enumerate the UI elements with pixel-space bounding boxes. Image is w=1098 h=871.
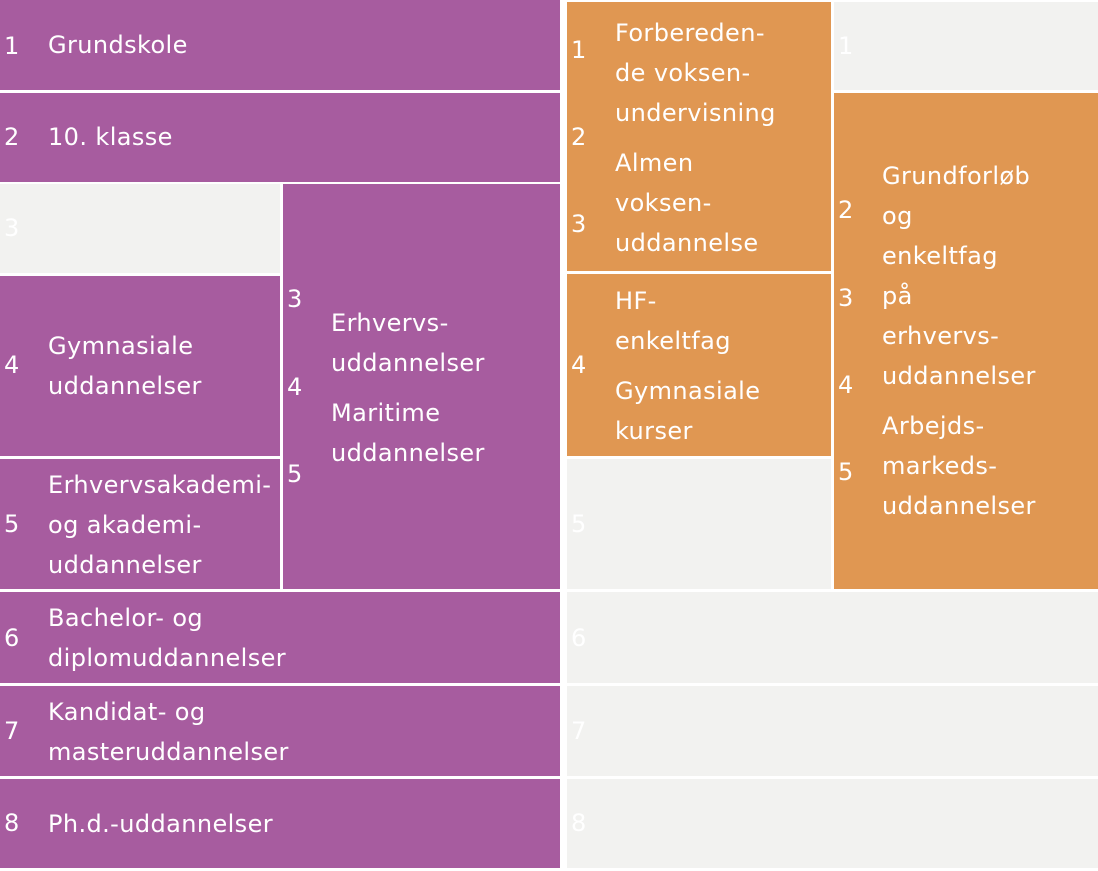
box-label-line-1: Bachelor- og [48, 604, 204, 632]
level-number: 7 [4, 717, 20, 745]
level-number: 4 [287, 373, 303, 401]
box-label: Grundskole [48, 31, 188, 59]
box-label-line-2: enkeltfag [615, 327, 731, 355]
box-label-line-6: uddannelser [882, 362, 1036, 390]
box-label: 10. klasse [48, 123, 173, 151]
box-label-line-2: og akademi- [48, 511, 202, 539]
level-number: 3 [287, 285, 303, 313]
erhvervsuddannelser-box: 3 4 5 Erhvervs- uddannelser Maritime udd… [283, 184, 560, 589]
box-label-line-2: uddannelser [331, 349, 485, 377]
box-label: Ph.d.-uddannelser [48, 810, 274, 838]
level-number: 7 [571, 717, 587, 745]
level-number: 3 [4, 214, 20, 242]
level-number: 2 [4, 123, 20, 151]
level-number: 5 [571, 510, 587, 538]
grundforloeb-amu-box: 2 3 4 5 Grundforløb og enkeltfag på erhv… [834, 93, 1098, 589]
box-label-line-1: Erhvervsakademi- [48, 471, 272, 499]
level-number: 8 [571, 809, 587, 837]
box-label-line-5: voksen- [615, 189, 712, 217]
level-number: 5 [4, 510, 20, 538]
level-number: 2 [571, 123, 587, 151]
box-label-line-7: Arbejds- [882, 412, 985, 440]
empty-level-3-box: 3 [0, 184, 280, 273]
gymnasiale-box: 4 Gymnasiale uddannelser [0, 276, 280, 456]
empty-level-1-box: 1 [834, 2, 1098, 90]
box-label-line-3: Maritime [331, 399, 441, 427]
box-label-line-5: erhvervs- [882, 322, 1000, 350]
erhvervsakademi-box: 5 Erhvervsakademi- og akademi- uddannels… [0, 459, 280, 589]
box-label-line-2: uddannelser [48, 372, 202, 400]
box-label-line-6: uddannelse [615, 229, 759, 257]
bachelor-box: 6 Bachelor- og diplomuddannelser [0, 592, 560, 683]
box-label-line-4: Almen [615, 149, 694, 177]
box-label-line-1: Kandidat- og [48, 698, 206, 726]
level-number: 3 [838, 284, 854, 312]
phd-box: 8 Ph.d.-uddannelser [0, 779, 560, 868]
box-label-line-2: masteruddannelser [48, 738, 289, 766]
box-label-line-4: på [882, 282, 913, 310]
box-label-line-1: Erhvervs- [331, 309, 449, 337]
box-label-line-2: og [882, 202, 913, 230]
level-number: 4 [571, 351, 587, 379]
level-number: 1 [4, 32, 20, 60]
hf-box: 4 HF- enkeltfag Gymnasiale kurser [567, 274, 831, 456]
box-label-line-1: Gymnasiale [48, 332, 194, 360]
level-number: 8 [4, 809, 20, 837]
level-number: 3 [571, 210, 587, 238]
box-label-line-2: de voksen- [615, 59, 751, 87]
empty-level-5-box: 5 [567, 459, 831, 589]
box-label-line-4: uddannelser [331, 439, 485, 467]
box-label-line-3: enkeltfag [882, 242, 998, 270]
level-number: 4 [838, 371, 854, 399]
fvu-avu-box: 1 2 3 Forbereden- de voksen- undervisnin… [567, 2, 831, 271]
box-label-line-1: HF- [615, 287, 657, 315]
kandidat-box: 7 Kandidat- og masteruddannelser [0, 686, 560, 776]
grundskole-box: 1 Grundskole [0, 0, 560, 90]
level-number: 2 [838, 196, 854, 224]
level-number: 6 [4, 624, 20, 652]
box-label-line-8: markeds- [882, 452, 998, 480]
box-label-line-1: Grundforløb [882, 162, 1031, 190]
box-label-line-1: Forbereden- [615, 19, 765, 47]
level-number: 1 [838, 32, 854, 60]
box-label-line-3: uddannelser [48, 551, 202, 579]
box-label-line-3: undervisning [615, 99, 776, 127]
level-number: 4 [4, 351, 20, 379]
level-number: 1 [571, 36, 587, 64]
empty-level-7-box: 7 [567, 686, 1098, 776]
level-number: 5 [287, 460, 303, 488]
box-label-line-2: diplomuddannelser [48, 644, 287, 672]
level-number: 5 [838, 458, 854, 486]
box-label-line-9: uddannelser [882, 492, 1036, 520]
level-number: 6 [571, 624, 587, 652]
box-label-line-3: Gymnasiale [615, 377, 761, 405]
empty-level-8-box: 8 [567, 779, 1098, 868]
empty-level-6-box: 6 [567, 592, 1098, 683]
box-label-line-4: kurser [615, 417, 693, 445]
klasse10-box: 2 10. klasse [0, 93, 560, 182]
